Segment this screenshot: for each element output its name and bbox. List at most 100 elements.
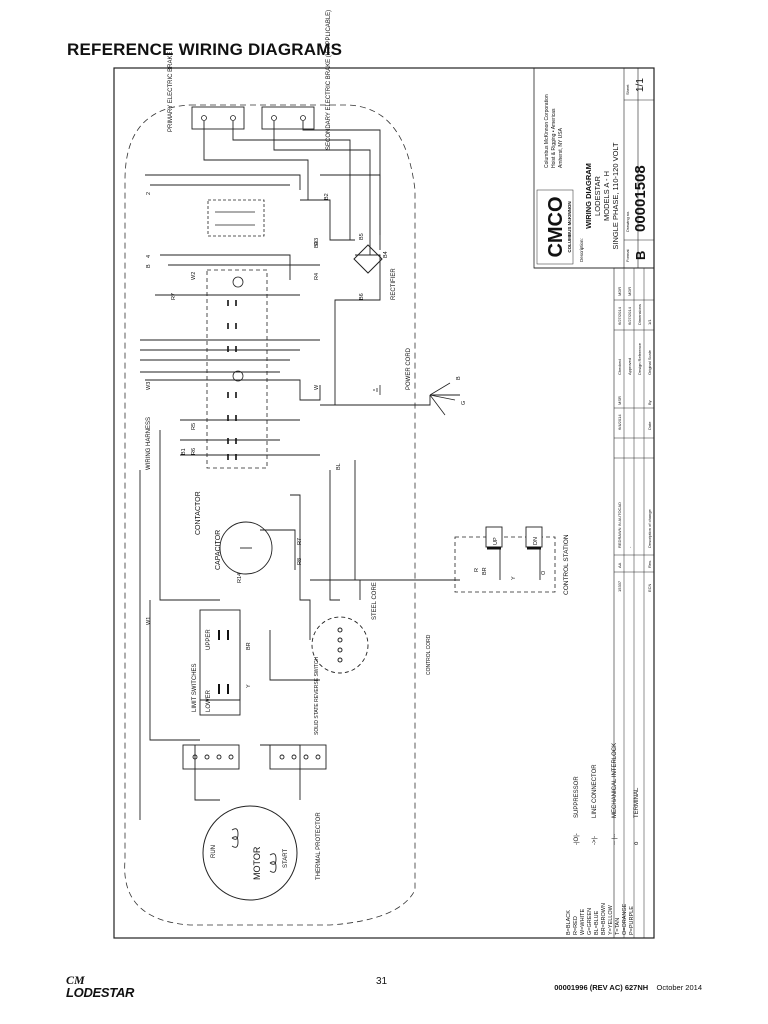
legend-symbol-2-label: MECHANICAL INTERLOCK (612, 743, 618, 818)
wire-label-br: BR (246, 642, 252, 650)
desc-line-3: MODELS A - H (602, 171, 611, 221)
rev-header-desc: Description of change (647, 509, 652, 548)
legend-color-6: Y=YELLOW (608, 904, 614, 935)
contactor-coil (232, 370, 244, 382)
thermal-protector-label: THERMAL PROTECTOR (316, 812, 322, 880)
page-title: REFERENCE WIRING DIAGRAMS (67, 40, 343, 59)
brand-sub: COLUMBUS McKINNON (567, 201, 572, 252)
rev-header-by: By (647, 400, 652, 405)
motor-start-label: START (283, 849, 289, 868)
primary-brake-label: PRIMARY ELECTRIC BRAKE (168, 52, 174, 132)
company-name: Columbus McKinnon Corporation (544, 94, 550, 168)
legend-symbol-0-label: SUPPRESSOR (574, 776, 580, 818)
wire-label-cord-b: B (456, 376, 462, 380)
approval-design-label: Design Reference (637, 342, 642, 375)
sheet-label: Sheet (625, 84, 630, 95)
approval-checked-date: 6/27/2014 (617, 306, 622, 325)
rev-desc-2: - (627, 546, 632, 548)
rev-date-1: 6/4/2014 (617, 414, 622, 430)
limit-switches: LIMIT SWITCHES UPPER LOWER (192, 609, 241, 716)
company-division: Hoist & Rigging • Americas (551, 108, 557, 168)
lodestar-logo: CM LODESTAR (66, 973, 156, 1000)
approval-approved-date: 6/27/2014 (627, 306, 632, 325)
legend-symbol-1-label: LINE CONNECTOR (592, 764, 598, 818)
motor-label: MOTOR (252, 846, 262, 880)
motor: MOTOR RUN START THERMAL PROTECTOR (202, 805, 322, 901)
legend-color-8: O=ORANGE (622, 903, 628, 935)
company-city: Amherst, NY USA (558, 127, 564, 168)
wire-label-b5: B5 (359, 233, 365, 240)
legend-color-7: T=TAN (615, 918, 621, 935)
legend-color-2: W=WHITE (580, 909, 586, 935)
format-value: B (633, 251, 648, 260)
secondary-brake-label: SECONDARY ELECTRIC BRAKE (IF APPLICABLE) (326, 10, 332, 150)
legend-color-9: P=PURPLE (629, 906, 635, 935)
rev-by-1: MSR (617, 396, 622, 405)
wire-label-w3: W3 (146, 382, 152, 390)
desc-line-4: SINGLE PHASE, 110-120 VOLT (611, 142, 620, 250)
contactor-label: CONTACTOR (195, 491, 202, 535)
wire-label-cs-o: O (541, 570, 547, 575)
legend-color-3: G=GREEN (587, 908, 593, 935)
wire-label-2: 2 (146, 192, 152, 195)
approval-scale-label: Original Scale (647, 349, 652, 375)
title-block: CMCO COLUMBUS McKINNON Columbus McKinnon… (533, 67, 655, 269)
power-cord: POWER CORD (373, 347, 456, 416)
capacitor: CAPACITOR (215, 521, 273, 575)
legend-symbol-1-glyph: ->|- (592, 836, 598, 845)
doc-ref-number: 00001996 (REV AC) 627NH (554, 983, 649, 992)
drawing-number: 00001508 (632, 165, 649, 232)
wire-label-y: Y (246, 684, 252, 688)
wiring-harness-label: WIRING HARNESS (146, 417, 152, 470)
wire-label-r8: R8 (297, 558, 303, 565)
desc-line-2: LODESTAR (593, 175, 602, 215)
symbol-legend: -|O|- SUPPRESSOR ->|- LINE CONNECTOR -- … (574, 743, 640, 845)
legend-color-5: BR=BROWN (601, 903, 607, 935)
doc-ref-date: October 2014 (656, 983, 702, 992)
legend-symbol-0-glyph: -|O|- (574, 833, 580, 845)
approval-scale-value: 1/1 (647, 319, 652, 325)
wire-label-r3: R3 (314, 238, 320, 245)
wire-label-w1: W1 (146, 617, 152, 625)
wire-label-w2: W2 (191, 272, 197, 280)
drawing-label: Drawing no. (625, 211, 630, 232)
brand-logo: CMCO (545, 196, 567, 257)
approval-checked-label: Checked (617, 359, 622, 375)
primary-brake: PRIMARY ELECTRIC BRAKE (168, 52, 245, 132)
limit-switches-label: LIMIT SWITCHES (192, 663, 198, 712)
rectifier: RECTIFIER (353, 244, 397, 300)
sheet-value: 1/1 (635, 78, 646, 92)
control-station: UP DN CONTROL STATION (454, 526, 570, 595)
description-label: Description: (579, 238, 584, 262)
wire-label-r4: R4 (314, 273, 320, 280)
solid-state-label: SOLID STATE REVERSE SWITCH (314, 656, 320, 735)
capacitor-label: CAPACITOR (215, 530, 222, 570)
format-label: Format (625, 248, 630, 262)
wire-label-b1: B1 (181, 448, 187, 455)
wire-label-cs-r: R (474, 568, 480, 572)
wire-label-cs-y: Y (511, 576, 517, 580)
solid-state-reverse-switch: STEEL CORE SOLID STATE REVERSE SWITCH CO… (311, 582, 432, 735)
wire-label-r14: R14 (237, 573, 243, 583)
steel-core-label: STEEL CORE (372, 582, 378, 620)
wire-label-b3: B3 (314, 241, 320, 248)
hoist-enclosure-outline (124, 104, 416, 926)
wire-label-b: B (146, 264, 152, 268)
legend-symbol-2-glyph: -- |-- (612, 834, 618, 845)
wire-label-b4: B4 (383, 251, 389, 258)
wire-labels: 2 B 4 W2 R7 W3 B1 R5 R6 R4 R14 R7 R8 R3 … (146, 192, 547, 688)
rectifier-label: RECTIFIER (391, 268, 397, 300)
legend-color-1: R=RED (573, 916, 579, 935)
color-legend: B=BLACK R=RED W=WHITE G=GREEN BL=BLUE BR… (566, 903, 635, 935)
logo-name: LODESTAR (66, 985, 135, 1000)
rev-ecn-1: 15337 (617, 580, 622, 592)
approval-checked-by: MDR (617, 287, 622, 296)
rev-rev-1: AA (617, 562, 622, 568)
logo-cm: CM (66, 973, 85, 987)
rev-header-ecn: ECN (647, 583, 652, 592)
approval-design-value: Dimensions (637, 304, 642, 325)
approval-approved-label: Approved (627, 358, 632, 375)
rev-header-rev: Rev. (647, 560, 652, 568)
power-cord-label: POWER CORD (406, 347, 412, 390)
